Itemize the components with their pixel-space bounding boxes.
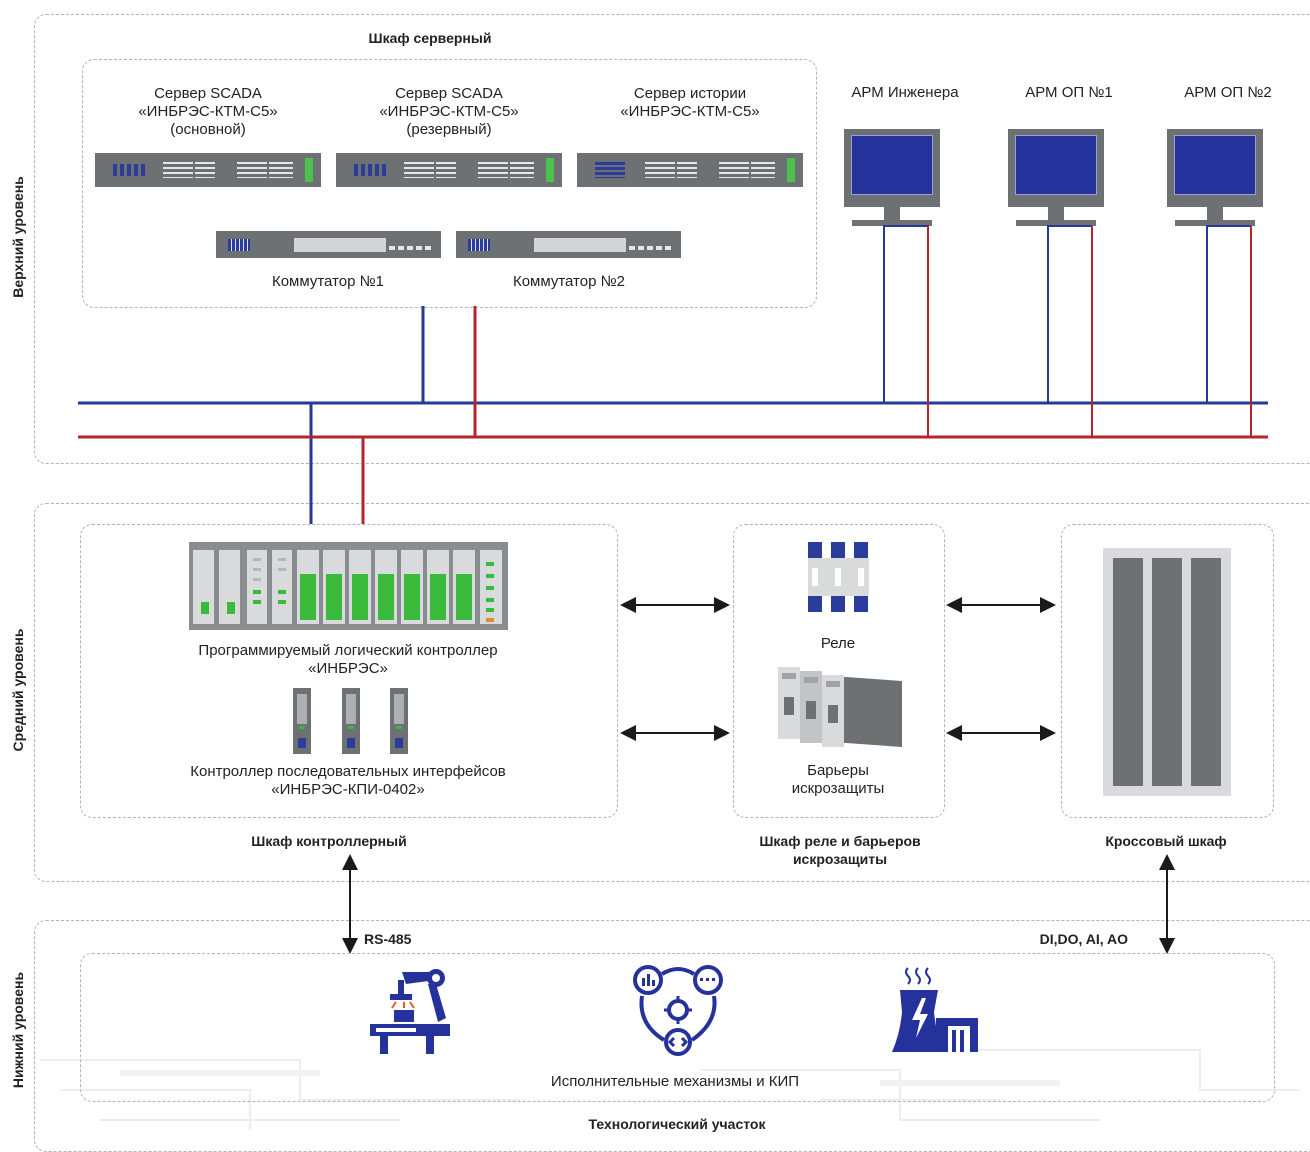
barrier-device xyxy=(778,667,902,747)
server-cabinet-title: Шкаф серверный xyxy=(368,30,492,46)
top-level-zone xyxy=(34,14,1310,464)
server-history-label: Сервер истории«ИНБРЭС-КТМ-С5» xyxy=(620,85,760,120)
switch-2 xyxy=(456,231,681,258)
monitor-engineer xyxy=(844,129,940,226)
server-history xyxy=(577,153,803,187)
middle-level-zone xyxy=(34,503,1310,882)
relay-cabinet xyxy=(733,524,945,818)
signals-label: DI,DO, AI, AO xyxy=(1039,931,1128,947)
cross-cabinet-title: Кроссовый шкаф xyxy=(1105,833,1227,849)
plc-device xyxy=(189,542,508,630)
server-scada-reserve xyxy=(336,153,562,187)
server-cabinet xyxy=(82,59,817,308)
cross-cabinet-device xyxy=(1103,548,1231,796)
kpi-modules xyxy=(293,688,408,754)
switch-2-label: Коммутатор №2 xyxy=(512,273,626,290)
network-lines xyxy=(78,225,1268,524)
monitor-op2 xyxy=(1167,129,1263,226)
power-plant-icon xyxy=(892,967,978,1052)
arm-op2-label: АРМ ОП №2 xyxy=(1184,84,1272,101)
controller-cabinet-title: Шкаф контроллерный xyxy=(251,833,407,849)
relay-label: Реле xyxy=(820,635,856,652)
server-scada-main-label: Сервер SCADA«ИНБРЭС-КТМ-С5»(основной) xyxy=(138,85,278,138)
kpi-label: Контроллер последовательных интерфейсов«… xyxy=(190,763,506,798)
process-cycle-icon xyxy=(633,965,723,1056)
monitor-op1 xyxy=(1008,129,1104,226)
server-scada-main xyxy=(95,153,321,187)
switch-1-label: Коммутатор №1 xyxy=(271,273,385,290)
arm-engineer-label: АРМ Инженера xyxy=(851,84,959,101)
arm-op1-label: АРМ ОП №1 xyxy=(1025,84,1113,101)
robot-arm-icon xyxy=(370,969,450,1054)
server-scada-reserve-label: Сервер SCADA«ИНБРЭС-КТМ-С5»(резервный) xyxy=(379,85,519,138)
devices-label: Исполнительные механизмы и КИП xyxy=(550,1073,800,1090)
switch-1 xyxy=(216,231,441,258)
circuit-background xyxy=(40,1049,1300,1130)
tech-area-title: Технологический участок xyxy=(588,1116,766,1132)
plc-label: Программируемый логический контроллер«ИН… xyxy=(198,642,498,677)
cross-cabinet xyxy=(1061,524,1274,818)
rs485-label: RS-485 xyxy=(364,931,412,947)
tech-area xyxy=(80,953,1275,1102)
relay-device xyxy=(808,542,869,612)
controller-cabinet xyxy=(80,524,618,818)
